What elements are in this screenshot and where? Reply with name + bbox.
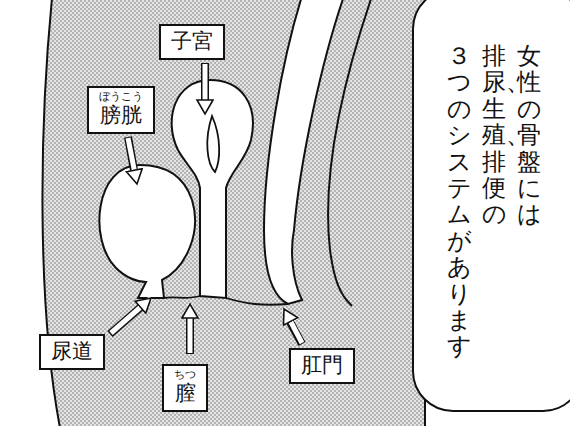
uterus-shape — [172, 80, 253, 298]
sacrum-line — [328, 0, 372, 306]
note-panel: 女性の骨盤には 排尿、生殖、排便の ３つのシステムがあります — [412, 0, 570, 412]
organ-label: 子宮 — [171, 29, 213, 54]
bladder-shape — [99, 165, 195, 298]
contour-line — [226, 298, 288, 305]
ruby-reading: ちつ — [174, 369, 196, 381]
label-box: ぼうこう膀胱 — [87, 86, 155, 134]
contour-line — [164, 296, 200, 298]
label-box: 肛門 — [289, 348, 355, 384]
organ-label: 膀胱 — [99, 103, 143, 128]
label-box: ちつ膣 — [162, 364, 208, 412]
organ-label: 肛門 — [301, 353, 343, 378]
organ-label: 尿道 — [51, 339, 93, 364]
vertical-note: 女性の骨盤には 排尿、生殖、排便の ３つのシステムがあります — [447, 43, 541, 360]
organ-label: 膣 — [174, 381, 196, 406]
uterus-cavity — [207, 116, 219, 172]
ruby-reading: ぼうこう — [99, 91, 143, 103]
label-box: 子宮 — [159, 24, 225, 60]
label-box: 尿道 — [39, 334, 105, 370]
